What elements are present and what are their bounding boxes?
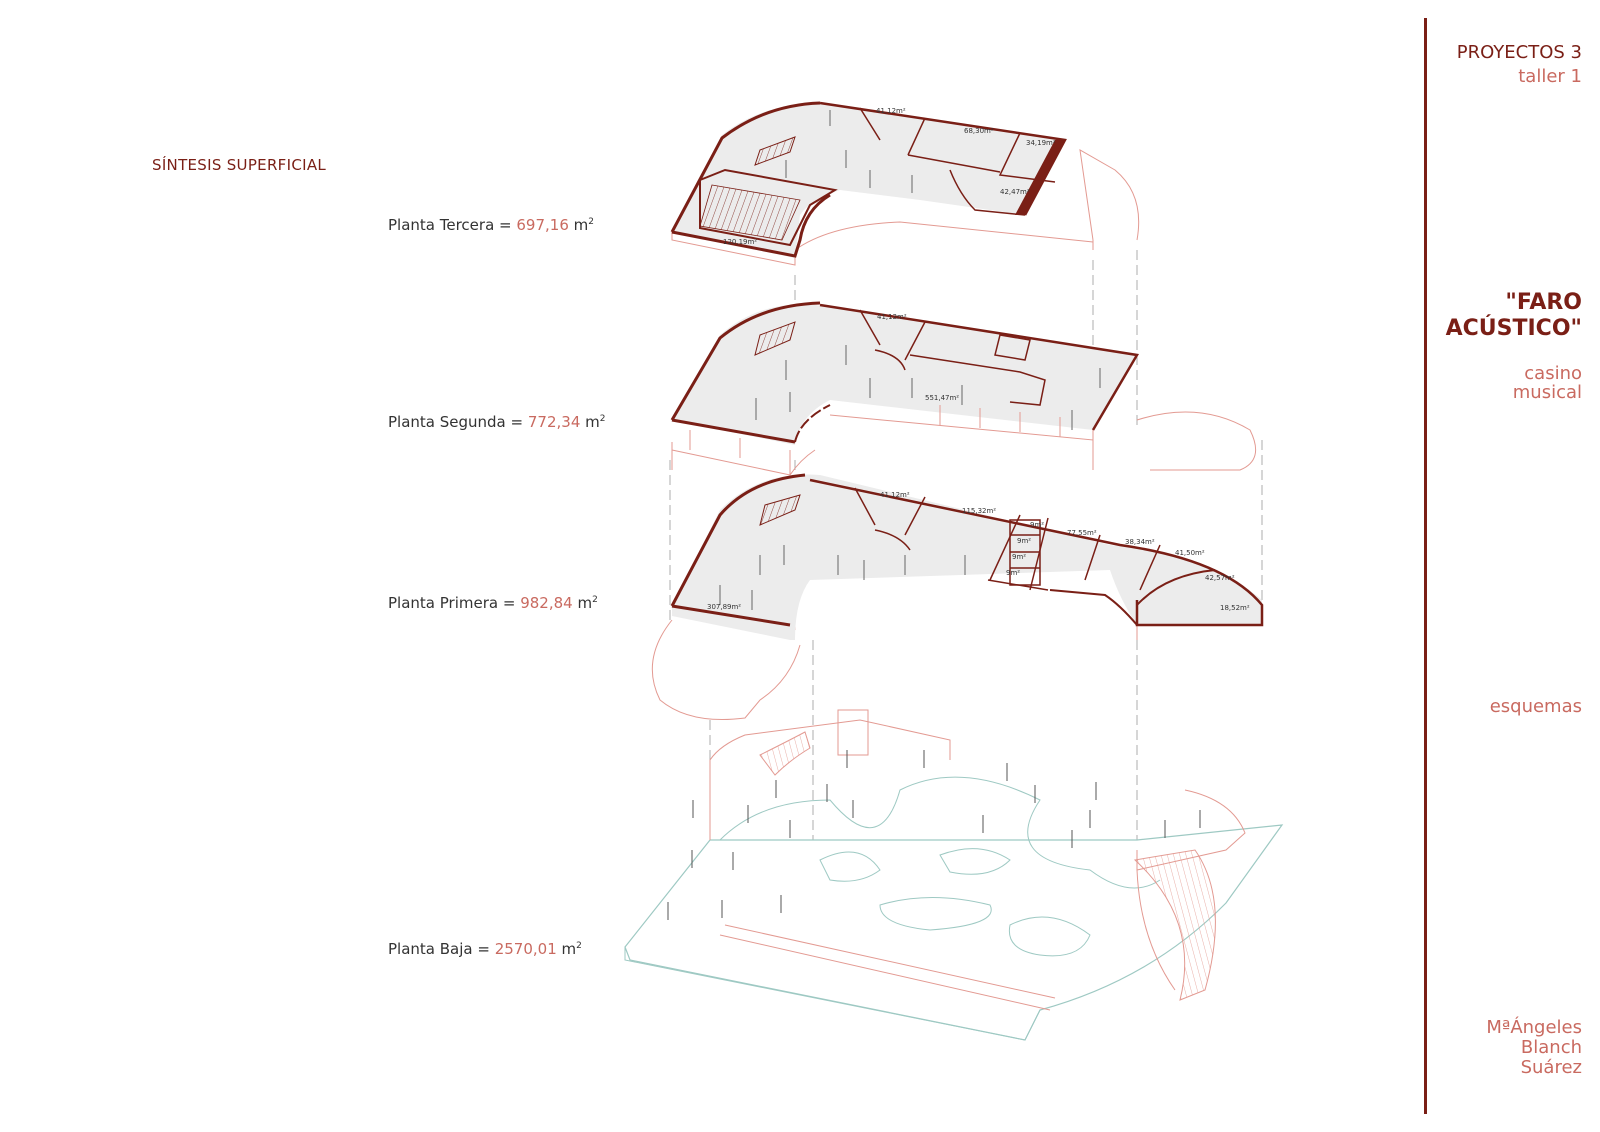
floor-label-primera: Planta Primera = 982,84 m2 — [388, 594, 598, 612]
project-type-line: casino — [1524, 363, 1582, 384]
project-name: "FARO ACÚSTICO" — [1446, 290, 1582, 342]
floor-area-exp: 2 — [592, 595, 598, 605]
author-name: MªÁngeles Blanch Suárez — [1486, 1018, 1582, 1078]
room-area: 307,89m² — [707, 603, 741, 611]
room-area: 9m² — [1006, 569, 1020, 577]
room-area: 9m² — [1012, 553, 1026, 561]
room-area: 120,19m² — [723, 238, 757, 246]
room-area: 18,52m² — [1220, 604, 1250, 612]
room-area: 34,19m² — [1026, 139, 1056, 147]
floor-area-value: 772,34 — [527, 413, 581, 431]
room-area: 9m² — [1017, 537, 1031, 545]
room-area: 115,32m² — [962, 507, 996, 515]
author-line: MªÁngeles — [1486, 1017, 1582, 1038]
floor-label-text: Planta Tercera = — [388, 216, 512, 234]
project-type: casino musical — [1513, 364, 1582, 402]
floor-area-value: 697,16 — [516, 216, 569, 234]
author-line: Blanch — [1520, 1037, 1582, 1058]
room-area: 9m² — [1030, 521, 1044, 529]
room-area: 41,12m² — [876, 107, 906, 115]
floor-area-exp: 2 — [588, 217, 595, 227]
project-name-line: "FARO — [1505, 290, 1582, 315]
floor-area-unit: m — [577, 594, 593, 612]
floor-label-text: Planta Baja = — [388, 940, 490, 958]
room-area: 38,34m² — [1125, 538, 1155, 546]
floor-area-value: 982,84 — [520, 594, 573, 612]
floor-area-unit: m — [585, 413, 600, 431]
planta-tercera: 41,12m² 68,30m² 34,19m² 42,47m² 120,19m² — [670, 101, 1140, 266]
floor-label-text: Planta Segunda = — [388, 413, 524, 431]
planta-baja — [624, 709, 1284, 1041]
workshop-label: taller 1 — [1518, 66, 1582, 87]
room-area: 42,57m² — [1205, 574, 1235, 582]
planta-segunda: 41,12m² 551,47m² — [670, 301, 1257, 476]
room-area: 68,30m² — [964, 127, 994, 135]
floor-area-value: 2570,01 — [494, 940, 557, 958]
floor-area-exp: 2 — [576, 941, 582, 951]
room-area: 41,50m² — [1175, 549, 1205, 557]
planta-primera: 41,12m² 115,32m² 9m² 9m² 9m² 9m² 77,55m²… — [651, 473, 1264, 721]
sheet-title: esquemas — [1489, 696, 1582, 717]
project-type-line: musical — [1512, 382, 1582, 403]
author-line: Suárez — [1520, 1057, 1582, 1078]
sidebar-divider — [1424, 18, 1427, 1114]
project-name-line: ACÚSTICO" — [1445, 316, 1582, 341]
floor-area-unit: m — [573, 216, 589, 234]
course-title: PROYECTOS 3 — [1456, 42, 1582, 63]
section-title: SÍNTESIS SUPERFICIAL — [152, 156, 327, 174]
floor-area-unit: m — [561, 940, 577, 958]
floor-label-text: Planta Primera = — [388, 594, 516, 612]
room-area: 41,12m² — [880, 491, 910, 499]
room-area: 77,55m² — [1067, 529, 1097, 537]
room-area: 41,12m² — [877, 313, 907, 321]
floor-label-tercera: Planta Tercera = 697,16 m2 — [388, 216, 594, 234]
room-area: 551,47m² — [925, 394, 959, 402]
floor-label-baja: Planta Baja = 2570,01 m2 — [388, 940, 582, 958]
floor-area-exp: 2 — [599, 414, 606, 424]
floor-label-segunda: Planta Segunda = 772,34 m2 — [388, 413, 606, 431]
room-area: 42,47m² — [1000, 188, 1030, 196]
